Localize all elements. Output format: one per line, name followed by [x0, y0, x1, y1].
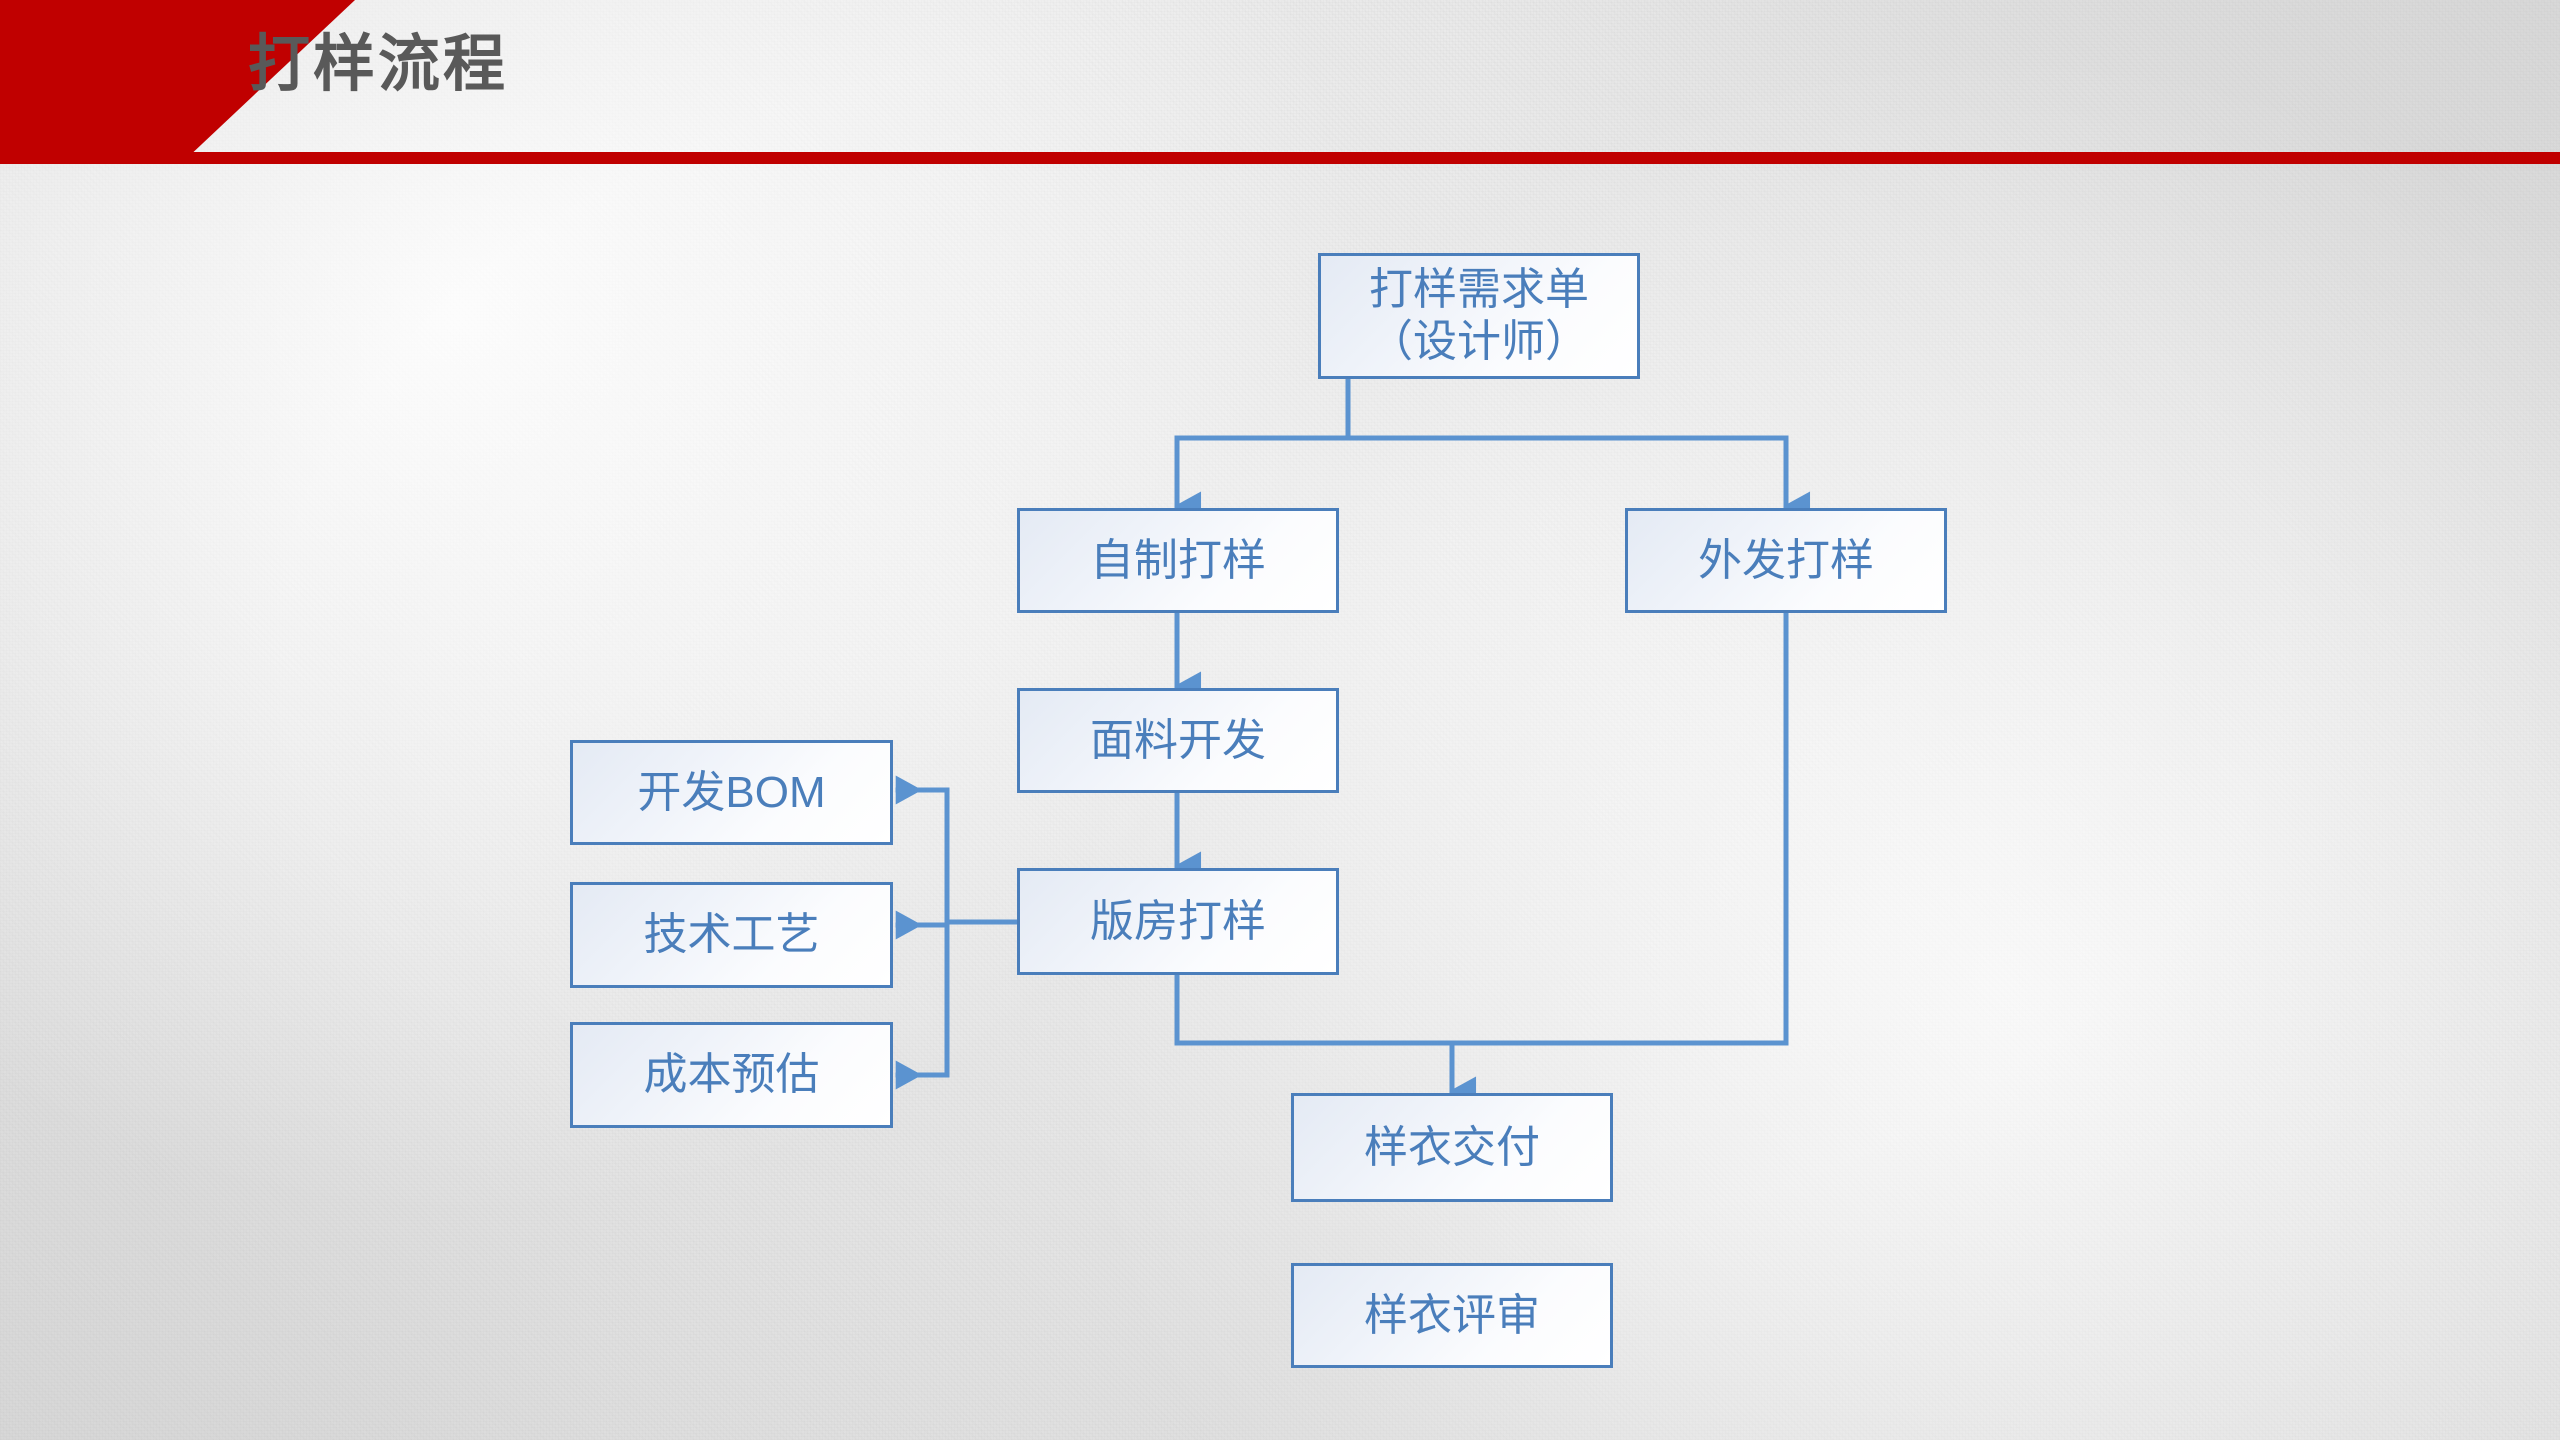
header-red-rule — [0, 152, 2560, 164]
slide-header: 打样流程 — [0, 0, 2560, 168]
node-inhouse[interactable]: 自制打样 — [1017, 508, 1339, 613]
node-cost[interactable]: 成本预估 — [570, 1022, 893, 1128]
node-request[interactable]: 打样需求单 （设计师） — [1318, 253, 1640, 379]
node-patternroom[interactable]: 版房打样 — [1017, 868, 1339, 975]
node-outsource[interactable]: 外发打样 — [1625, 508, 1947, 613]
edge-outsource-to-merge — [1449, 610, 1789, 1046]
node-delivery[interactable]: 样衣交付 — [1291, 1093, 1613, 1202]
edge-patternroom-to-merge — [1174, 972, 1455, 1046]
node-tech[interactable]: 技术工艺 — [570, 882, 893, 988]
node-review[interactable]: 样衣评审 — [1291, 1263, 1613, 1368]
node-fabric[interactable]: 面料开发 — [1017, 688, 1339, 793]
node-bom[interactable]: 开发BOM — [570, 740, 893, 845]
page-title: 打样流程 — [248, 30, 509, 99]
